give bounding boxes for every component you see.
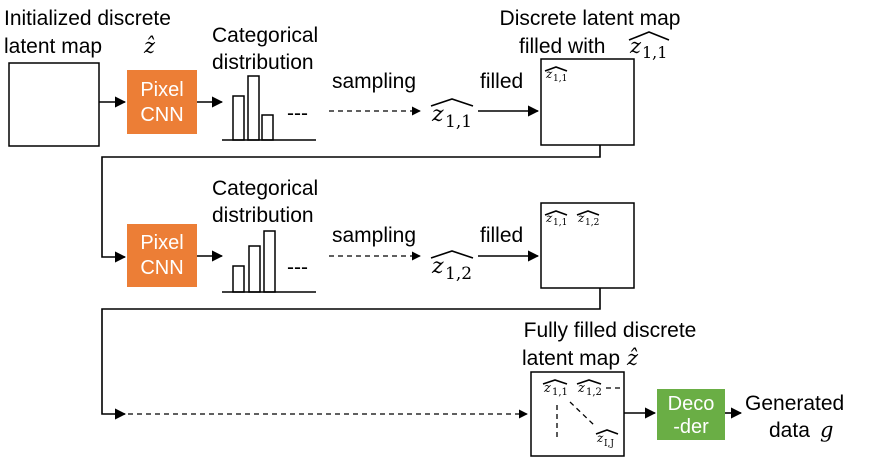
map2-cell-z-1-1: z 1,1 (544, 210, 568, 228)
hat-mark (430, 250, 474, 259)
hat-mark (542, 379, 568, 385)
pixelcnn-block-2: Pixel CNN (127, 224, 197, 287)
histogram-ellipsis-2: --- (287, 256, 308, 279)
histogram-bar (232, 95, 245, 141)
decoder-label-line1: Deco (668, 393, 715, 415)
full-map-diagonal-ellipsis (569, 401, 595, 426)
full-map-z-hat: ẑ (626, 346, 639, 370)
distribution-histogram-1: --- (222, 75, 316, 141)
z-subscript: 1,1 (445, 112, 472, 132)
z-subscript: 1,1 (642, 43, 667, 62)
connector-row2-to-row3 (101, 288, 601, 420)
histogram-ellipsis-1: --- (287, 102, 308, 125)
z-letter: z (543, 381, 551, 396)
pixelcnn-box-1 (127, 70, 197, 134)
full-cell-z-I-J: z I,J (595, 429, 619, 449)
histogram-bar (232, 265, 245, 293)
histogram-bar (263, 230, 276, 293)
pixelcnn-label-1-line1: Pixel (140, 79, 183, 101)
initialized-map-label-line2: latent map (4, 35, 102, 58)
categorical-label-2-line2: distribution (212, 204, 314, 227)
pixelcnn-label-2-line2: CNN (140, 257, 183, 279)
map1-z-1-1-title-symbol: z 1,1 (628, 31, 670, 62)
fully-filled-latent-map-box (530, 371, 625, 457)
map1-cell-z-1-1: z 1,1 (544, 66, 568, 84)
latent-map-1-box (540, 58, 635, 146)
generated-data-label-line1: Generated (745, 392, 844, 415)
z-letter: z (545, 67, 553, 81)
latent-map-2-box (540, 202, 635, 289)
pixelcnn-label-1-line2: CNN (140, 104, 183, 126)
histogram-bar (261, 114, 274, 141)
z-letter: z (545, 211, 553, 225)
z-letter: z (629, 34, 642, 58)
z-subscript: 1,1 (553, 74, 567, 84)
hat-mark (576, 210, 600, 216)
hat-mark (595, 429, 619, 435)
categorical-label-1-line1: Categorical (212, 24, 318, 47)
z-subscript: 1,2 (586, 387, 602, 398)
hat-mark (628, 31, 670, 41)
hat-mark (544, 210, 568, 216)
decoder-box (657, 389, 725, 440)
map1-label-line1: Discrete latent map (500, 7, 681, 30)
z-letter: z (431, 102, 444, 127)
filled-label-2: filled (480, 224, 523, 247)
initialized-latent-map-box (8, 62, 100, 147)
decoder-block: Deco -der (657, 389, 725, 440)
map1-label-line2: filled with (519, 35, 605, 58)
histogram-bar (247, 75, 260, 141)
distribution-histogram-2: --- (222, 230, 316, 293)
map2-cell-z-1-2: z 1,2 (576, 210, 600, 228)
full-cell-z-1-2: z 1,2 (576, 379, 602, 398)
z-subscript: 1,2 (585, 218, 599, 228)
z-letter: z (577, 211, 585, 225)
full-cell-z-1-1: z 1,1 (542, 379, 568, 398)
full-map-label-line2: latent map (522, 347, 620, 370)
z-subscript: 1,1 (553, 218, 567, 228)
initialized-map-label-line1: Initialized discrete (4, 7, 171, 30)
categorical-label-1-line2: distribution (212, 51, 314, 74)
z-letter: z (577, 381, 585, 396)
z-hat-symbol: ẑ (143, 34, 156, 58)
z-1-2-symbol: z 1,2 (430, 250, 474, 284)
z-1-1-symbol: z 1,1 (430, 98, 474, 132)
z-subscript: I,J (604, 439, 614, 449)
hat-mark (576, 379, 602, 385)
pixelcnn-block-1: Pixel CNN (127, 70, 197, 134)
z-letter: z (431, 254, 444, 279)
generated-data-label-line2: data (769, 419, 810, 442)
z-letter: z (596, 431, 604, 445)
categorical-label-2-line1: Categorical (212, 177, 318, 200)
z-subscript: 1,2 (445, 264, 472, 284)
z-subscript: 1,1 (552, 387, 568, 398)
pixelcnn-box-2 (127, 224, 197, 287)
generated-data-symbol-g: g (820, 418, 833, 442)
filled-label-1: filled (480, 70, 523, 93)
connector-row1-to-row2 (101, 145, 601, 263)
hat-mark (430, 98, 474, 107)
full-map-label-line1: Fully filled discrete (524, 319, 697, 342)
hat-mark (544, 66, 568, 72)
sampling-label-1: sampling (332, 70, 416, 93)
pixelcnn-label-2-line1: Pixel (140, 232, 183, 254)
histogram-bar (248, 245, 261, 293)
decoder-label-line2: -der (673, 416, 709, 438)
sampling-label-2: sampling (332, 224, 416, 247)
